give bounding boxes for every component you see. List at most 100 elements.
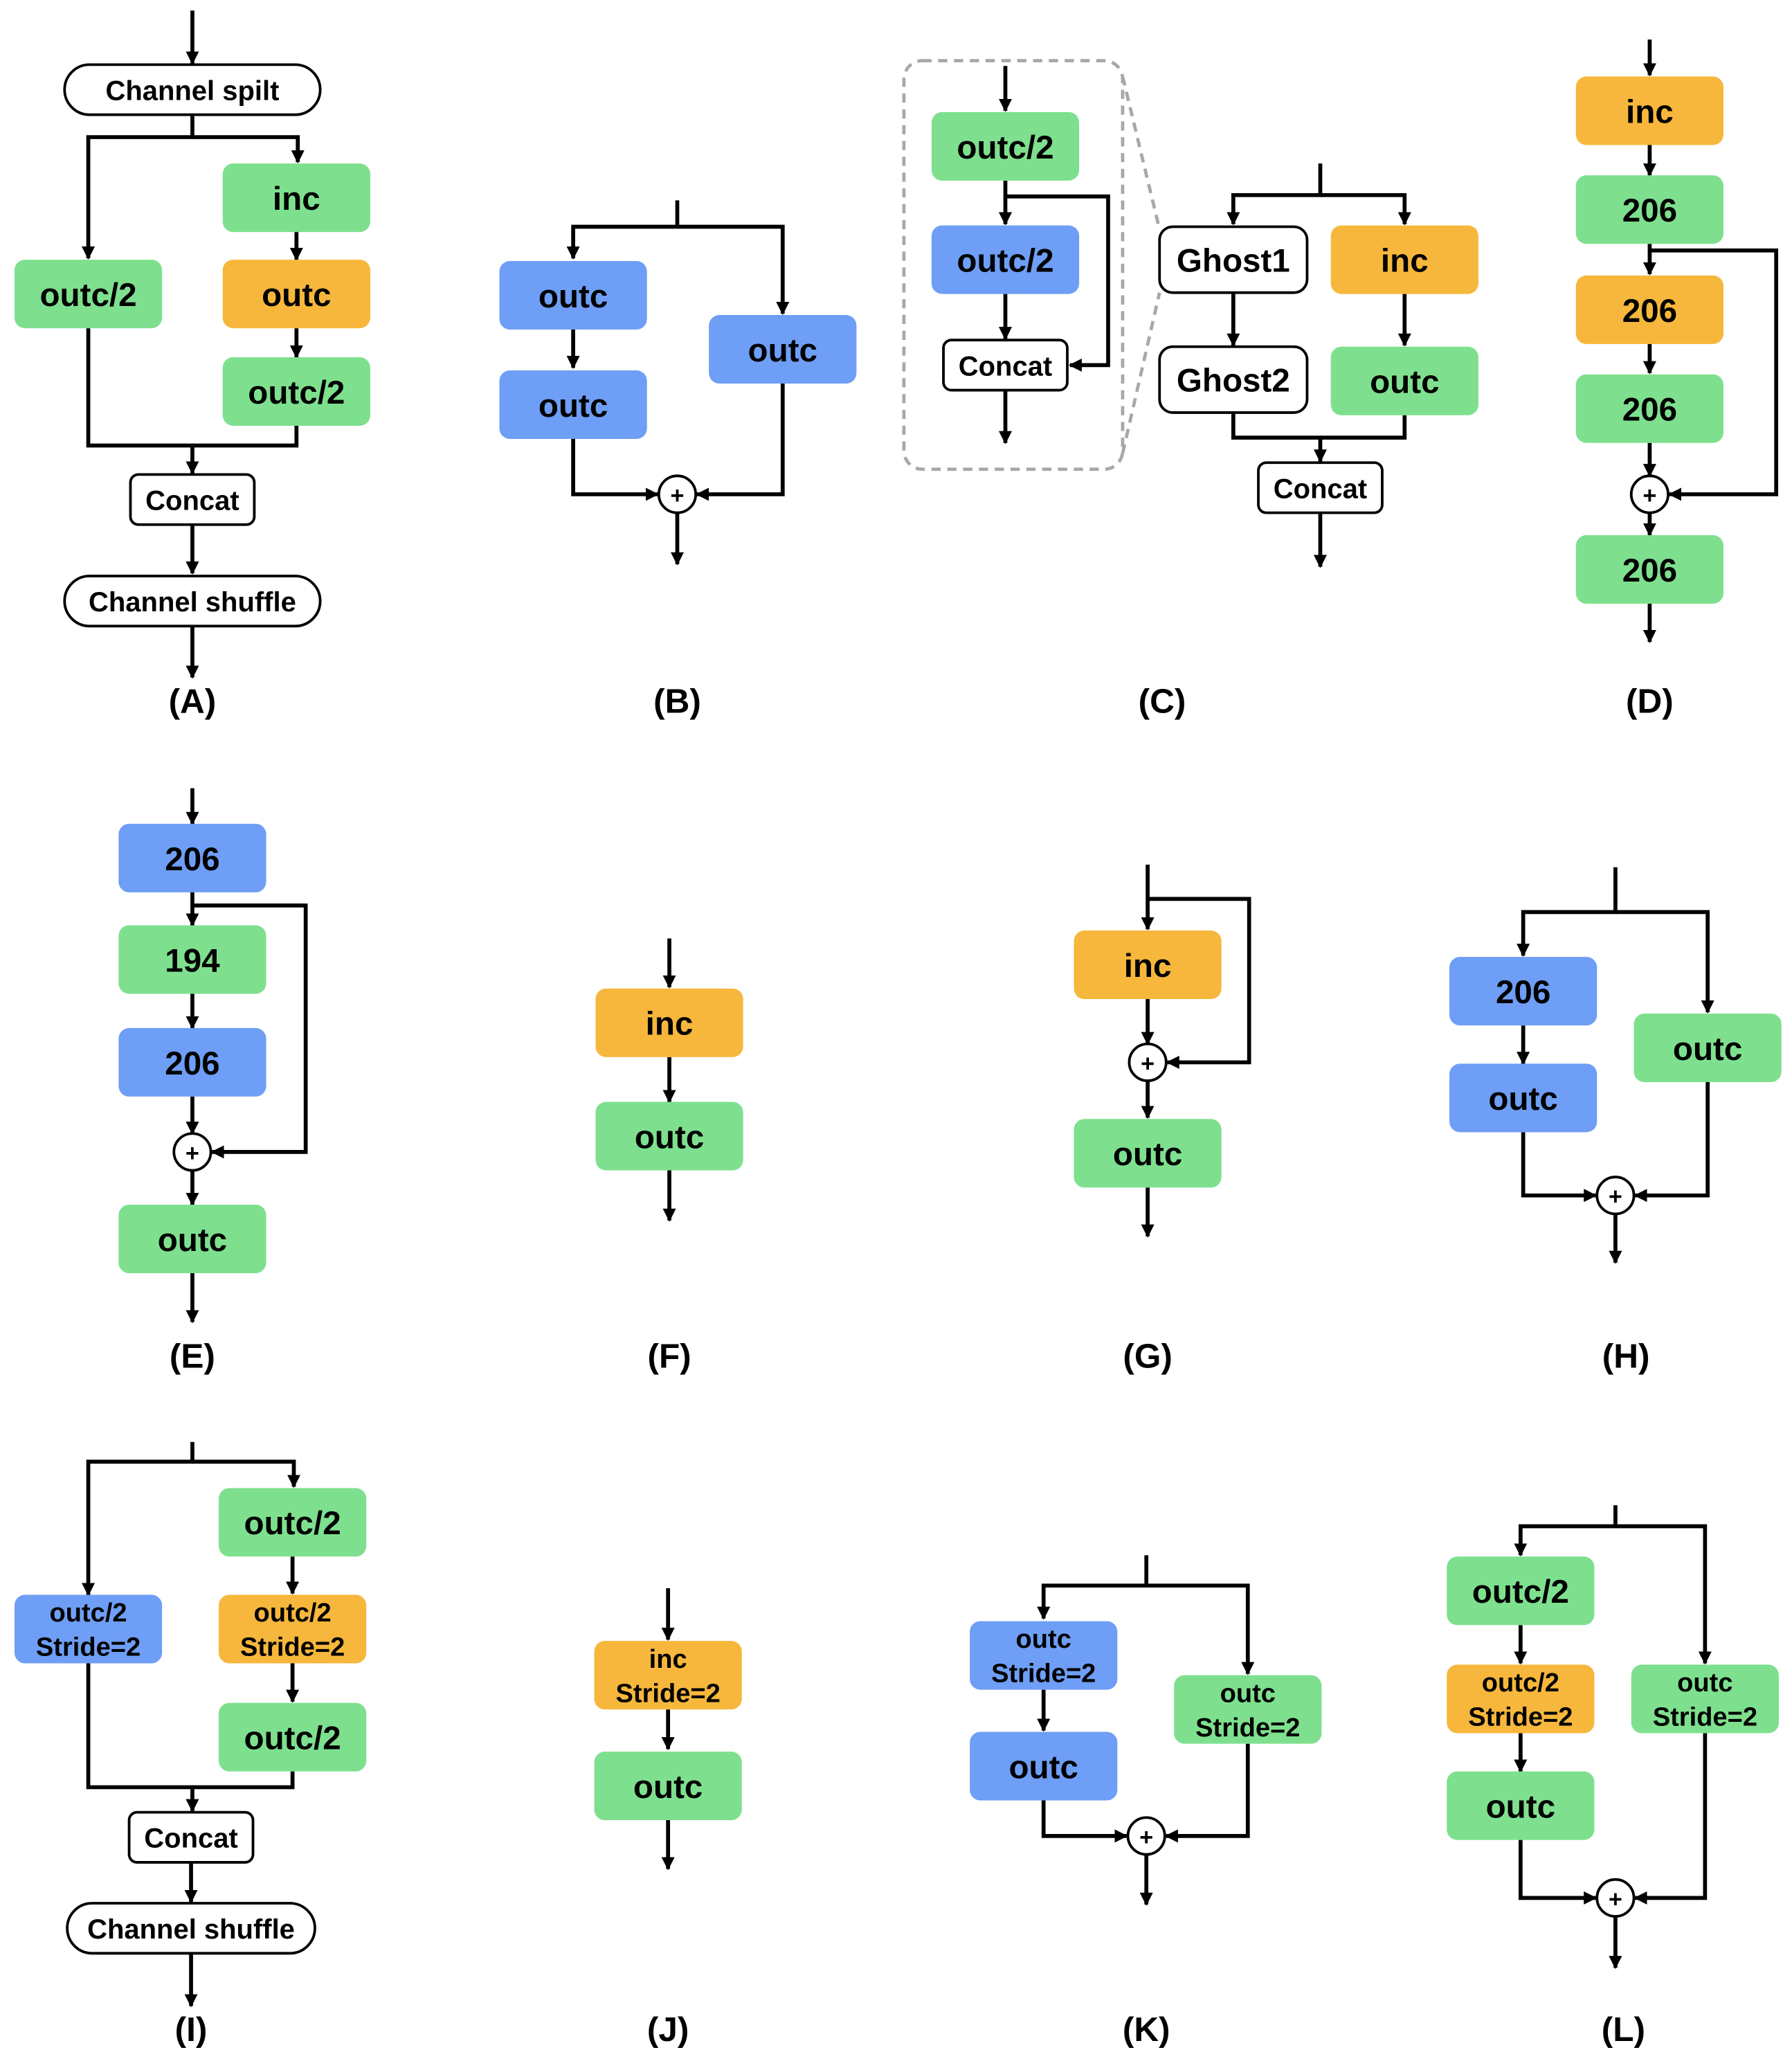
d-block-2-label: 206	[1622, 192, 1677, 229]
connector	[677, 224, 790, 316]
i-right-block-1-label: outc/2	[244, 1505, 341, 1542]
h-right-block-label: outc	[1673, 1031, 1742, 1068]
h-right-block-shape	[1633, 1013, 1782, 1082]
e-add-node: +	[172, 1132, 212, 1172]
f-inc-block: inc	[595, 988, 743, 1057]
label-e: (E)	[170, 1337, 215, 1375]
c-ghost2-block-shape	[1158, 345, 1309, 414]
i-left-block-shape	[14, 1594, 163, 1664]
k-add-node-circle	[1126, 1816, 1166, 1856]
k-bottom-block-shape	[970, 1732, 1118, 1801]
c-inset-top-block: outc/2	[931, 111, 1080, 181]
connector	[696, 384, 785, 501]
label-i: (I)	[175, 2011, 208, 2049]
b-top-block: outc	[499, 260, 647, 330]
connector	[1633, 1733, 1708, 1905]
j-outc-block-label: outc	[633, 1769, 703, 1806]
k-bottom-block: outc	[970, 1732, 1118, 1801]
i-channel-shuffle-shape	[66, 1902, 316, 1955]
d-add-node-sign: +	[1642, 483, 1656, 509]
c-ghost1-block-shape	[1158, 225, 1309, 294]
g-outc-block-shape	[1074, 1119, 1222, 1188]
e-block-3-label: 206	[165, 1045, 219, 1082]
k-top-block-label-2: Stride=2	[991, 1660, 1096, 1689]
c-concat-shape	[1257, 461, 1384, 514]
label-l: (L)	[1602, 2011, 1645, 2049]
h-right-block: outc	[1633, 1013, 1782, 1082]
e-block-4-label: outc	[158, 1222, 227, 1259]
j-inc-block-label-2: Stride=2	[616, 1679, 721, 1708]
c-inset-concat-shape	[942, 339, 1069, 392]
connector	[1514, 1505, 1618, 1557]
connector	[1320, 192, 1411, 226]
b-right-block-label: outc	[748, 332, 817, 369]
i-right-block-3-label: outc/2	[244, 1720, 341, 1757]
connector	[1615, 910, 1714, 1014]
l-add-node-sign: +	[1609, 1886, 1622, 1912]
label-j: (J)	[647, 2011, 689, 2049]
a-mid-block-label: outc	[262, 277, 331, 314]
c-ghost1-block: Ghost1	[1158, 225, 1309, 294]
connector	[1521, 1132, 1598, 1203]
b-add-node-circle	[657, 474, 698, 514]
a-left-block-shape	[14, 260, 163, 329]
k-right-block-label-2: Stride=2	[1195, 1714, 1300, 1743]
d-block-5-shape	[1575, 534, 1724, 604]
c-inset-mid-block-shape	[931, 225, 1080, 294]
k-add-node: +	[1126, 1816, 1166, 1856]
c-concat: Concat	[1257, 461, 1384, 514]
e-add-node-sign: +	[185, 1140, 199, 1167]
a-concat-label: Concat	[145, 485, 239, 516]
connector	[82, 116, 194, 260]
a-mid-block-shape	[222, 260, 370, 329]
connector	[1037, 1555, 1149, 1620]
b-top-block-label: outc	[538, 278, 608, 315]
k-add-node-sign: +	[1139, 1824, 1153, 1851]
f-inc-block-shape	[595, 988, 743, 1057]
label-d: (D)	[1626, 682, 1674, 720]
connector	[192, 1771, 295, 1790]
b-top-block-shape	[499, 260, 647, 330]
i-right-block-3-shape	[219, 1702, 367, 1772]
connector	[1231, 412, 1328, 463]
connector	[192, 425, 299, 448]
connector	[86, 328, 199, 475]
c-zoom-line-bottom	[1121, 292, 1161, 454]
d-block-4-shape	[1575, 374, 1724, 443]
h-add-node-circle	[1595, 1176, 1636, 1216]
label-k: (K)	[1123, 2011, 1170, 2049]
k-top-block-shape	[970, 1621, 1118, 1690]
a-channel-shuffle-label: Channel shuffle	[89, 587, 296, 618]
b-right-block: outc	[709, 315, 857, 384]
i-concat-label: Concat	[144, 1824, 237, 1854]
connector	[1320, 415, 1407, 440]
a-channel-split-shape	[63, 63, 322, 116]
l-block-2-label-2: Stride=2	[1468, 1703, 1573, 1732]
c-inset-mid-block: outc/2	[931, 225, 1080, 294]
i-concat-shape	[127, 1810, 255, 1864]
k-top-block-label-1: outc	[1016, 1625, 1071, 1654]
f-inc-block-label: inc	[646, 1006, 694, 1043]
label-c: (C)	[1139, 682, 1186, 720]
c-outc-block-label: outc	[1370, 364, 1439, 401]
e-block-2-shape	[118, 925, 266, 994]
l-block-1-shape	[1447, 1556, 1595, 1626]
k-right-block-label-1: outc	[1220, 1679, 1276, 1708]
a-inc-block-label: inc	[273, 181, 320, 217]
l-block-3-label: outc	[1486, 1789, 1555, 1826]
f-outc-block-label: outc	[635, 1119, 704, 1156]
a-mid-block: outc	[222, 260, 370, 329]
a-channel-shuffle: Channel shuffle	[63, 575, 322, 628]
d-block-5: 206	[1575, 534, 1724, 604]
connector	[1517, 867, 1618, 957]
k-bottom-block-label: outc	[1008, 1749, 1078, 1786]
e-block-1: 206	[118, 823, 266, 892]
j-inc-block-label-1: inc	[649, 1645, 687, 1674]
c-inset-top-block-label: outc/2	[957, 129, 1053, 166]
c-ghost1-block-label: Ghost1	[1177, 242, 1290, 279]
